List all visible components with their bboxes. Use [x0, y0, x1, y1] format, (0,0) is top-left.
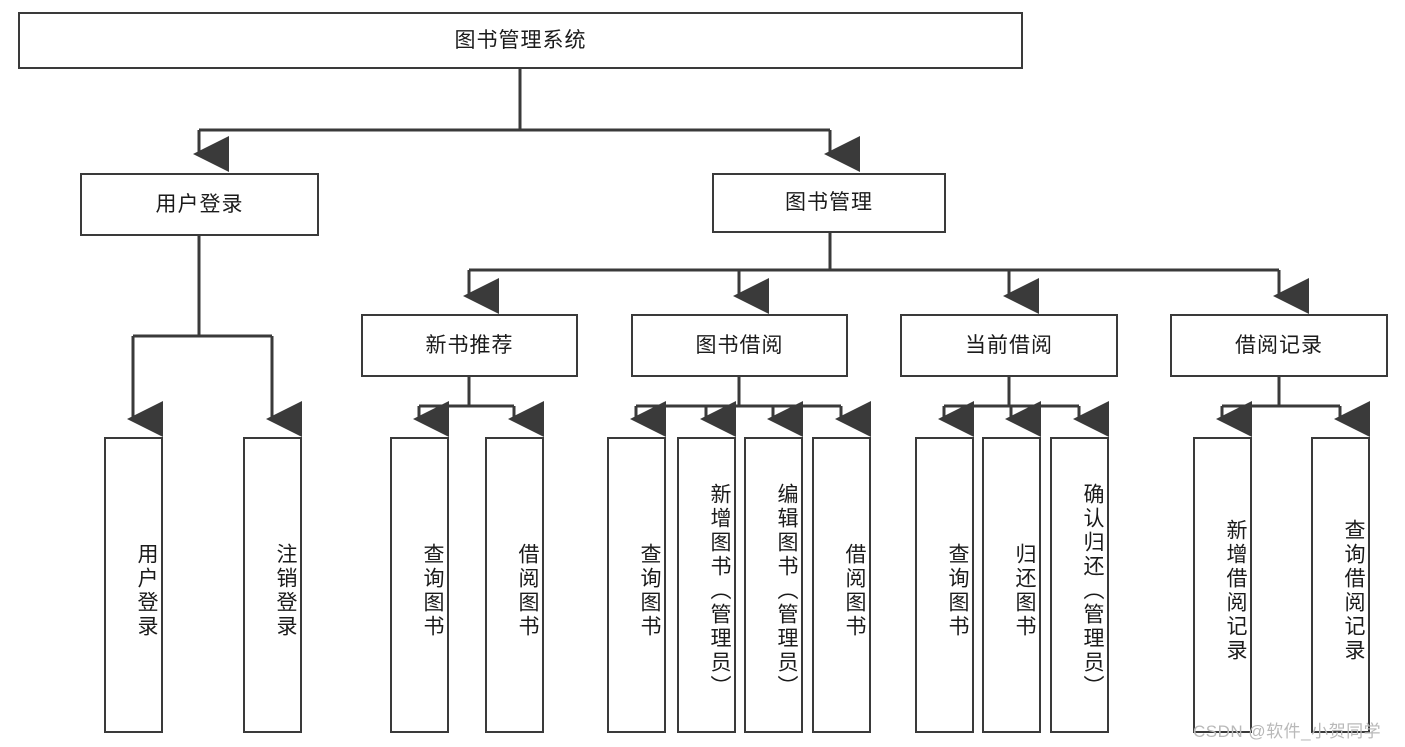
node-label: 查询图书	[946, 543, 969, 639]
leaf-new-book-query[interactable]: 查询图书	[390, 437, 449, 733]
node-new-book-recommend[interactable]: 新书推荐	[361, 314, 578, 377]
node-label: 图书管理系统	[454, 28, 587, 52]
node-label: 新增借阅记录	[1224, 519, 1247, 663]
node-label: 用户登录	[155, 192, 244, 216]
node-label: 查询图书	[421, 543, 444, 639]
node-label: 新书推荐	[425, 333, 514, 357]
node-label: 借阅记录	[1235, 333, 1323, 357]
node-label: 注销登录	[274, 543, 297, 639]
csdn-watermark: CSDN @软件_小贺同学	[1193, 722, 1382, 741]
leaf-user-login-logout[interactable]: 注销登录	[243, 437, 302, 733]
node-label: 查询借阅记录	[1342, 519, 1365, 663]
node-label: 用户登录	[135, 543, 158, 639]
leaf-borrow-record-add[interactable]: 新增借阅记录	[1193, 437, 1252, 733]
node-root-system[interactable]: 图书管理系统	[18, 12, 1023, 69]
leaf-user-login-login[interactable]: 用户登录	[104, 437, 163, 733]
node-user-login[interactable]: 用户登录	[80, 173, 319, 236]
node-label: 查询图书	[638, 543, 661, 639]
leaf-current-borrow-confirm-return[interactable]: 确认归还（管理员）	[1050, 437, 1109, 733]
leaf-book-borrow-add[interactable]: 新增图书（管理员）	[677, 437, 736, 733]
leaf-book-borrow-edit[interactable]: 编辑图书（管理员）	[744, 437, 803, 733]
node-label: 编辑图书（管理员）	[775, 483, 798, 699]
leaf-new-book-borrow[interactable]: 借阅图书	[485, 437, 544, 733]
node-label: 归还图书	[1013, 543, 1036, 639]
leaf-borrow-record-query[interactable]: 查询借阅记录	[1311, 437, 1370, 733]
node-book-management[interactable]: 图书管理	[712, 173, 946, 233]
node-label: 当前借阅	[965, 333, 1053, 357]
node-borrow-record[interactable]: 借阅记录	[1170, 314, 1388, 377]
node-label: 图书借阅	[695, 333, 784, 357]
node-label: 借阅图书	[843, 543, 866, 639]
node-label: 借阅图书	[516, 543, 539, 639]
node-book-borrow[interactable]: 图书借阅	[631, 314, 848, 377]
leaf-book-borrow-query[interactable]: 查询图书	[607, 437, 666, 733]
leaf-book-borrow-borrow[interactable]: 借阅图书	[812, 437, 871, 733]
node-current-borrow[interactable]: 当前借阅	[900, 314, 1118, 377]
node-label: 确认归还（管理员）	[1081, 483, 1104, 699]
leaf-current-borrow-return[interactable]: 归还图书	[982, 437, 1041, 733]
node-label: 新增图书（管理员）	[708, 483, 731, 699]
leaf-current-borrow-query[interactable]: 查询图书	[915, 437, 974, 733]
node-label: 图书管理	[785, 191, 873, 215]
